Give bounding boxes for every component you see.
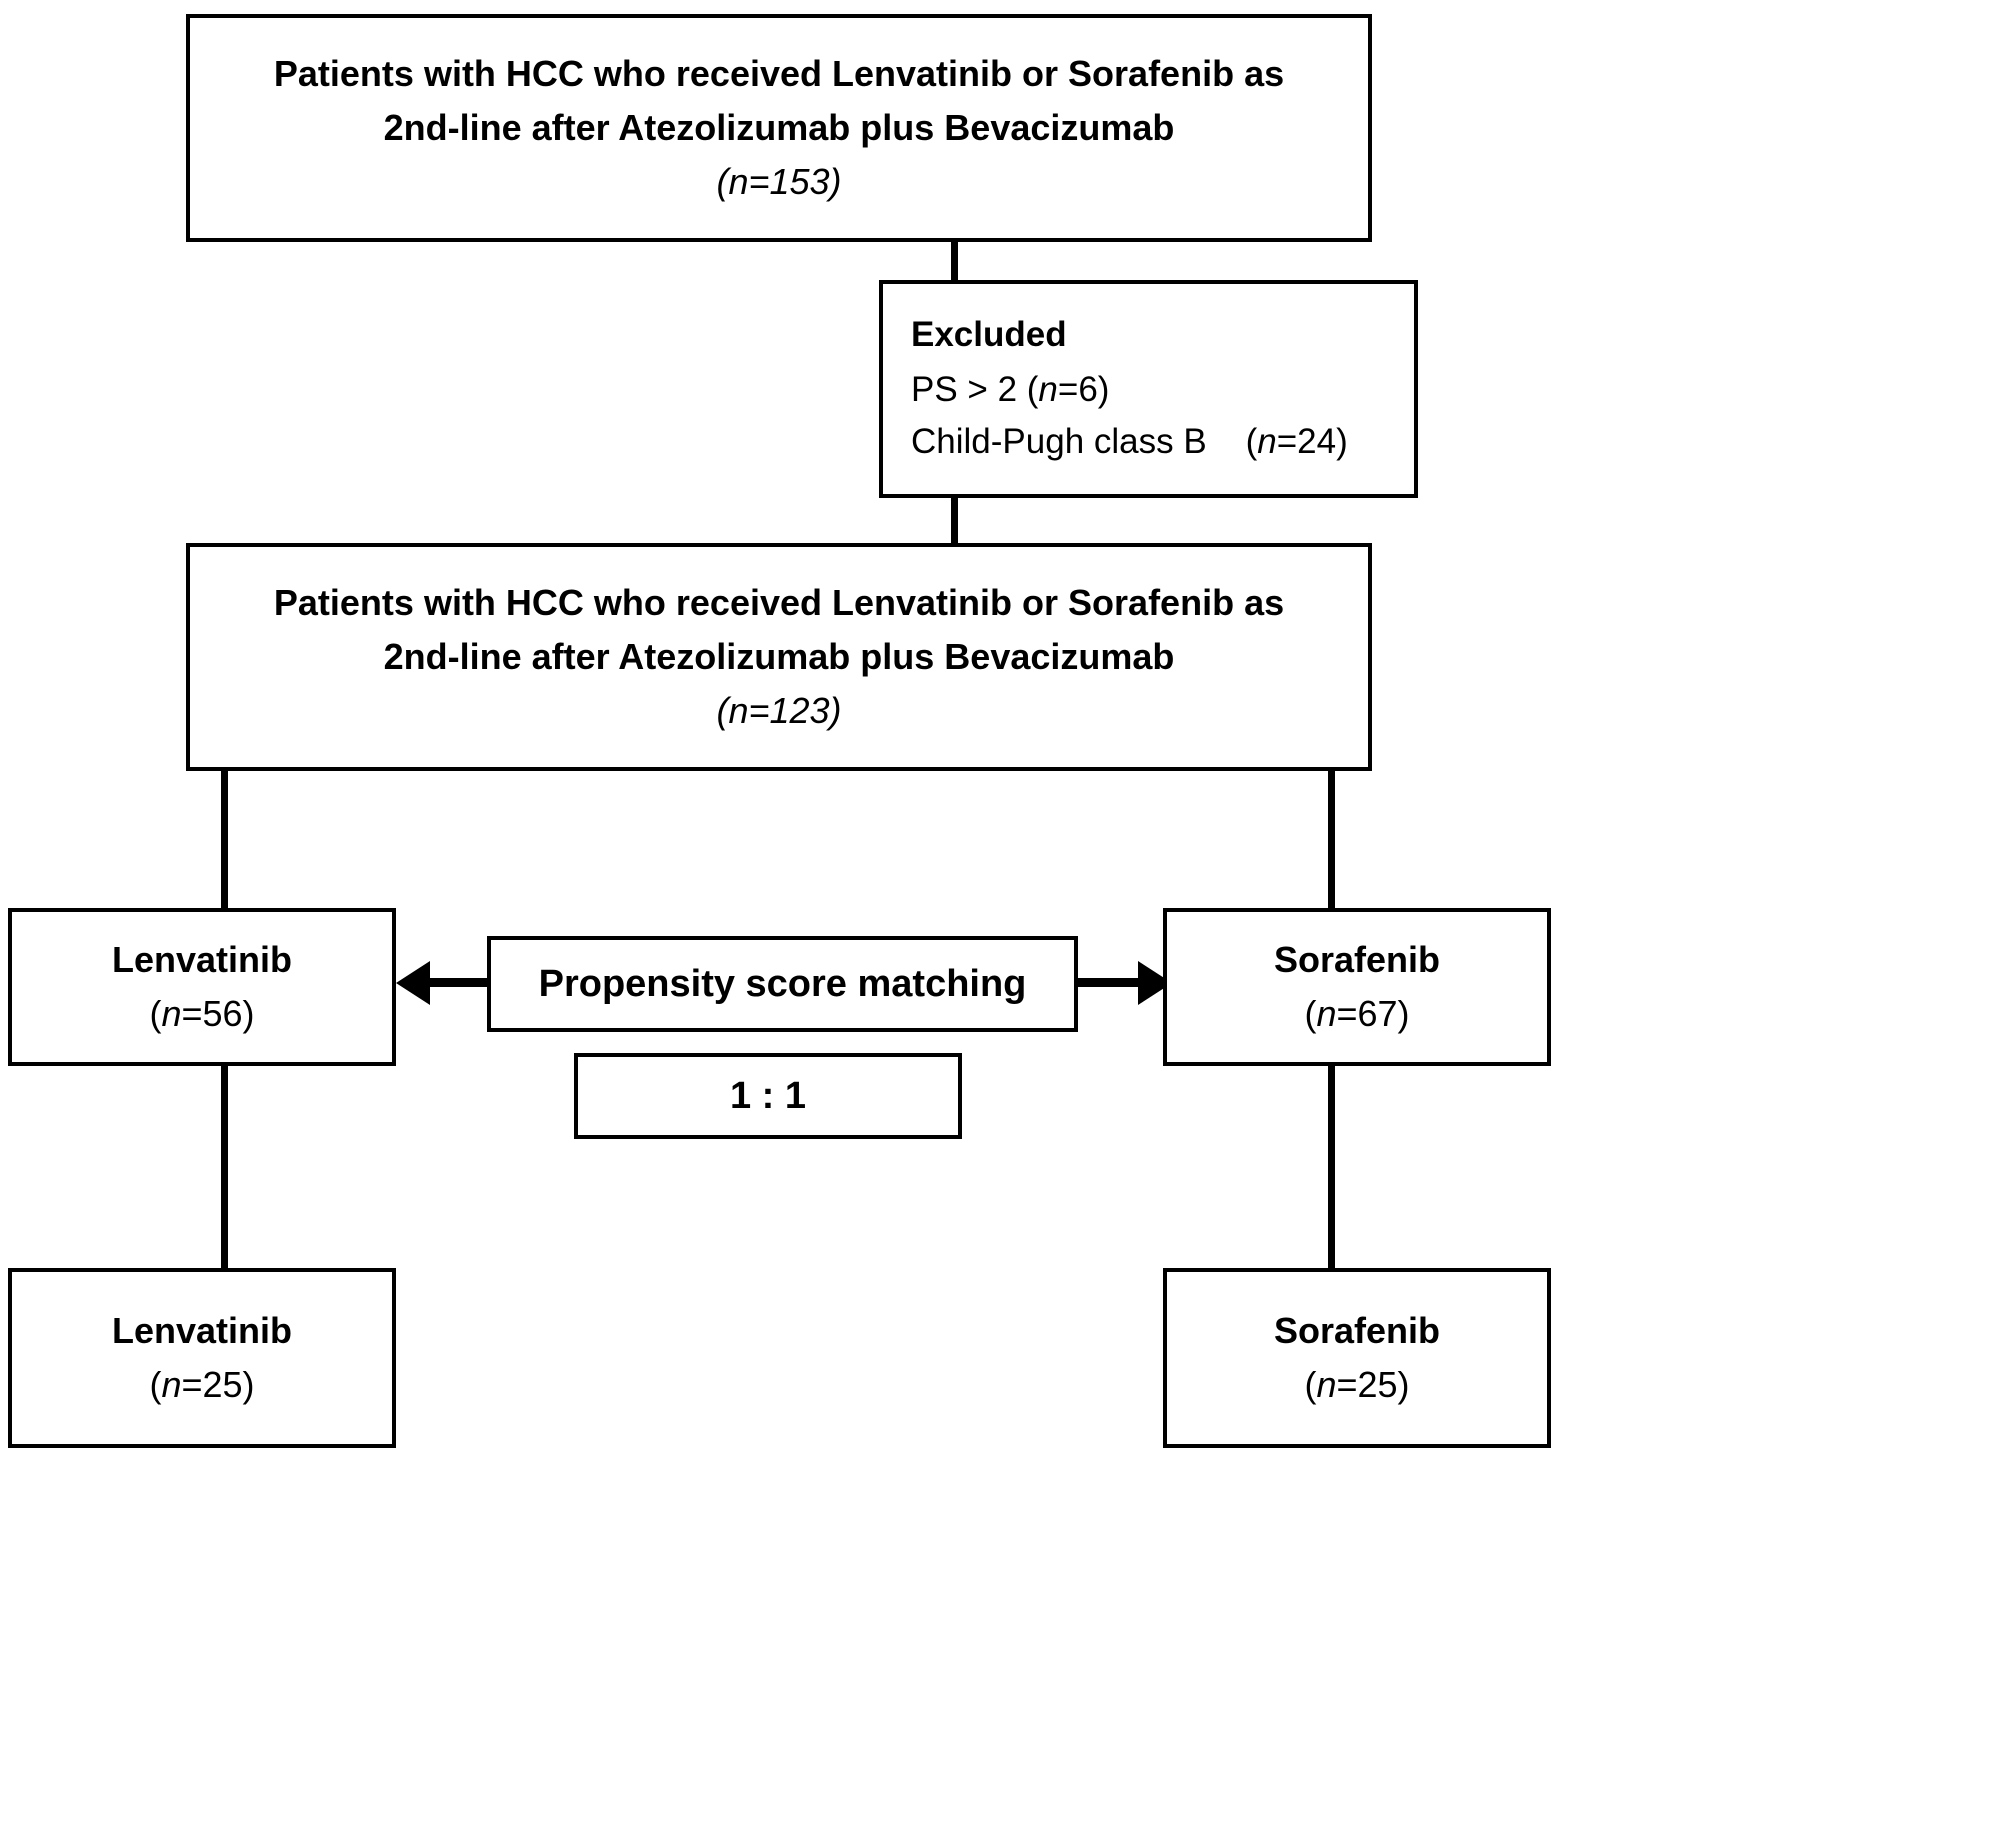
connector-matching-to-lenvatinib: [430, 978, 492, 987]
lenvatinib-postmatch-count-open: (: [149, 1364, 162, 1405]
sorafenib-prematch-count-n: n: [1316, 993, 1337, 1034]
included-line-2: 2nd-line after Atezolizumab plus Bevaciz…: [383, 636, 1175, 677]
lenvatinib-prematch-count-value: =56): [181, 993, 255, 1034]
lenvatinib-postmatch-count-value: =25): [181, 1364, 255, 1405]
excluded-item-child-pugh: Child-Pugh class B (n=24): [911, 416, 1348, 469]
lenvatinib-postmatch-label: Lenvatinib: [111, 1310, 293, 1351]
included-count: (n=123): [716, 684, 841, 738]
included-count-n: n: [728, 690, 749, 731]
lenvatinib-prematch-count: (n=56): [149, 987, 254, 1041]
excluded-item-child-pugh-n: n: [1257, 422, 1277, 462]
node-enrolled-cohort: Patients with HCC who received Lenvatini…: [186, 14, 1372, 242]
node-lenvatinib-postmatch: Lenvatinib (n=25): [8, 1268, 396, 1448]
sorafenib-postmatch-count-value: =25): [1336, 1364, 1410, 1405]
enrolled-line-2: 2nd-line after Atezolizumab plus Bevaciz…: [383, 107, 1175, 148]
node-propensity-score-matching: Propensity score matching: [487, 936, 1078, 1032]
connector-included-left-stem: [221, 768, 228, 908]
excluded-item-ps-n: n: [1038, 369, 1058, 409]
included-count-value: =123): [748, 690, 842, 731]
sorafenib-prematch-label: Sorafenib: [1273, 939, 1441, 980]
node-included-cohort: Patients with HCC who received Lenvatini…: [186, 543, 1372, 771]
node-sorafenib-postmatch: Sorafenib (n=25): [1163, 1268, 1551, 1448]
matching-label: Propensity score matching: [538, 962, 1027, 1005]
connector-lenvatinib-pre-to-post: [221, 1063, 228, 1273]
connector-matching-to-sorafenib: [1078, 978, 1140, 987]
sorafenib-prematch-count-open: (: [1304, 993, 1317, 1034]
node-excluded: Excluded PS > 2 (n=6) Child-Pugh class B…: [879, 280, 1418, 498]
excluded-item-ps: PS > 2 (n=6): [911, 364, 1109, 417]
excluded-heading: Excluded: [911, 315, 1067, 355]
excluded-item-ps-label: PS > 2 (: [911, 369, 1039, 409]
arrow-head-to-lenvatinib: [396, 961, 430, 1005]
connector-included-right-stem: [1328, 768, 1335, 908]
sorafenib-postmatch-label: Sorafenib: [1273, 1310, 1441, 1351]
enrolled-count-value: =153): [748, 161, 842, 202]
excluded-item-child-pugh-paren: (: [1245, 422, 1258, 462]
sorafenib-prematch-count-value: =67): [1336, 993, 1410, 1034]
included-line-1: Patients with HCC who received Lenvatini…: [273, 582, 1285, 623]
lenvatinib-postmatch-count-n: n: [161, 1364, 182, 1405]
excluded-item-child-pugh-gap: [1207, 422, 1246, 461]
node-matching-ratio: 1 : 1: [574, 1053, 962, 1139]
lenvatinib-postmatch-count: (n=25): [149, 1358, 254, 1412]
matching-ratio-label: 1 : 1: [729, 1074, 807, 1117]
lenvatinib-prematch-count-n: n: [161, 993, 182, 1034]
excluded-item-child-pugh-label: Child-Pugh class B: [911, 422, 1207, 462]
included-count-open: (: [716, 690, 729, 731]
node-lenvatinib-prematch: Lenvatinib (n=56): [8, 908, 396, 1066]
sorafenib-postmatch-count-open: (: [1304, 1364, 1317, 1405]
sorafenib-postmatch-count: (n=25): [1304, 1358, 1409, 1412]
sorafenib-postmatch-count-n: n: [1316, 1364, 1337, 1405]
enrolled-count: (n=153): [716, 155, 841, 209]
enrolled-line-1: Patients with HCC who received Lenvatini…: [273, 53, 1285, 94]
sorafenib-prematch-count: (n=67): [1304, 987, 1409, 1041]
excluded-item-child-pugh-value: =24): [1276, 422, 1348, 462]
lenvatinib-prematch-count-open: (: [149, 993, 162, 1034]
enrolled-count-n: n: [728, 161, 749, 202]
node-sorafenib-prematch: Sorafenib (n=67): [1163, 908, 1551, 1066]
lenvatinib-prematch-label: Lenvatinib: [111, 939, 293, 980]
excluded-item-ps-value: =6): [1057, 369, 1110, 409]
enrolled-count-open: (: [716, 161, 729, 202]
connector-sorafenib-pre-to-post: [1328, 1063, 1335, 1273]
